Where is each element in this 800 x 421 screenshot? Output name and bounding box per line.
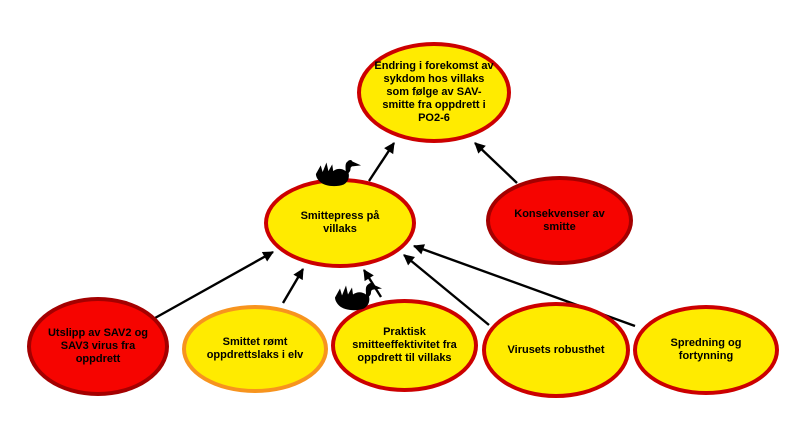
node-label: Utslipp av SAV2 og SAV3 virus fra oppdre…	[47, 327, 149, 365]
node-konsekvenser: Konsekvenser av smitte	[486, 176, 633, 265]
node-label: Praktisk smitteeffektivitet fra oppdrett…	[352, 326, 457, 364]
node-smittepress: Smittepress på villaks	[264, 178, 416, 268]
black-swan-icon	[335, 283, 382, 311]
node-label: Endring i forekomst av sykdom hos villak…	[374, 60, 494, 124]
node-label: Smittet rømt oppdrettslaks i elv	[206, 336, 304, 361]
arrow-utslipp-to-smittepress	[154, 250, 274, 320]
arrow-smittet-romt-to-smittepress	[281, 268, 305, 304]
arrow-virusets-robusthet-to-smittepress	[403, 254, 490, 326]
node-label: Spredning og fortynning	[670, 337, 742, 362]
node-smittet-romt: Smittet rømt oppdrettslaks i elv	[182, 305, 328, 393]
arrow-praktisk-to-smittepress	[362, 269, 383, 298]
black-swan-icon	[315, 160, 362, 187]
node-praktisk: Praktisk smitteeffektivitet fra oppdrett…	[331, 299, 478, 392]
node-virusets-robusthet: Virusets robusthet	[482, 302, 630, 398]
node-label: Virusets robusthet	[507, 343, 605, 356]
node-spredning: Spredning og fortynning	[633, 305, 779, 395]
node-endring-i-forekomst: Endring i forekomst av sykdom hos villak…	[357, 42, 511, 143]
node-label: Smittepress på villaks	[300, 210, 380, 235]
node-utslipp: Utslipp av SAV2 og SAV3 virus fra oppdre…	[27, 297, 169, 396]
node-label: Konsekvenser av smitte	[514, 207, 605, 233]
arrow-smittepress-to-endring	[367, 142, 396, 182]
arrow-konsekvenser-to-endring	[474, 142, 518, 184]
